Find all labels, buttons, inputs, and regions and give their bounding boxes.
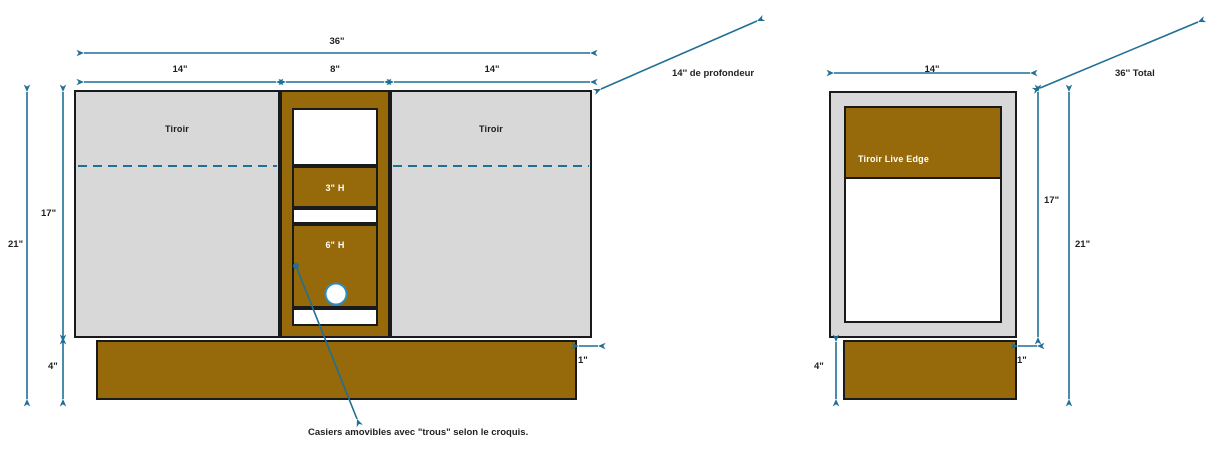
front-right-drawer-label: Tiroir: [478, 124, 504, 134]
front-plinth-inset-label: 1": [578, 355, 588, 366]
front-right-drawer-bay: [390, 90, 592, 338]
front-overall-width-label: 36": [329, 36, 345, 47]
front-cubby-slot-4: [292, 224, 378, 308]
side-width-label: 14": [924, 64, 940, 75]
side-live-edge-drawer-label: Tiroir Live Edge: [858, 154, 930, 164]
front-cubby-slot-5: [292, 308, 378, 326]
side-plinth-height-label: 4": [814, 361, 824, 372]
front-left-drawer-bay: [74, 90, 280, 338]
side-plinth-inset-label: 1": [1017, 355, 1027, 366]
front-cubby-slot-4-label: 6" H: [325, 240, 345, 250]
side-total-depth-label: 36'' Total: [1115, 68, 1155, 79]
side-live-edge-drawer: [844, 106, 1002, 179]
front-plinth: [96, 340, 577, 400]
side-overall-height-label: 21": [1075, 239, 1091, 250]
side-body-height-label: 17": [1044, 195, 1060, 206]
front-overall-height-label: 21": [8, 239, 24, 250]
front-left-drawer-label: Tiroir: [164, 124, 190, 134]
front-cubby-caption: Casiers amovibles avec "trous" selon le …: [308, 427, 529, 438]
front-body-height-label: 17": [41, 208, 57, 219]
front-segment-2-label: 8": [330, 64, 340, 75]
front-cubby-slot-2-label: 3" H: [325, 183, 345, 193]
front-segment-1-label: 14": [172, 64, 188, 75]
front-plinth-height-label: 4": [48, 361, 58, 372]
front-cubby-slot-2: [292, 166, 378, 208]
front-depth-note-label: 14'' de profondeur: [672, 68, 755, 79]
front-cubby-slot-3: [292, 208, 378, 224]
front-cubby-slot-1: [292, 108, 378, 166]
side-plinth: [843, 340, 1017, 400]
front-segment-3-label: 14": [484, 64, 500, 75]
